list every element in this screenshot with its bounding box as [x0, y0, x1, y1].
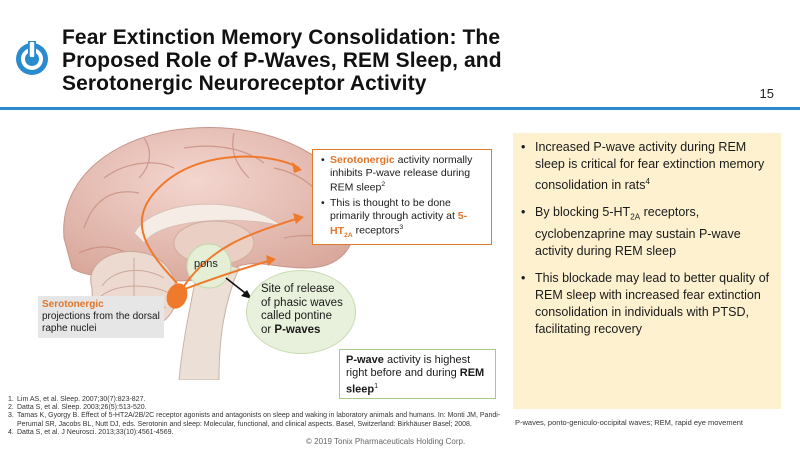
p-wave-activity-box: P-wave activity is highest right before …	[339, 349, 496, 399]
title-line-3: Serotonergic Neuroreceptor Activity	[62, 72, 427, 95]
callout-bullet-2: • This is thought to be done primarily t…	[321, 197, 468, 239]
title-divider	[0, 107, 800, 110]
pons-label: pons	[194, 258, 218, 270]
abbreviations-footnote: P-waves, ponto-geniculo-occipital waves;…	[515, 418, 744, 427]
references-list: 1.Lim AS, et al. Sleep. 2007;30(7):823-8…	[8, 396, 518, 437]
key-point-1: • Increased P-wave activity during REM s…	[521, 140, 765, 193]
receptor-label: 5-HT2A	[330, 209, 468, 239]
callout-bullet-1: • Serotonergic activity normally inhibit…	[321, 154, 473, 194]
serotonergic-projections-label: Serotonergic projections from the dorsal…	[38, 296, 164, 338]
page-number: 15	[759, 86, 774, 101]
key-point-2: • By blocking 5-HT2A receptors, cycloben…	[521, 205, 741, 258]
power-logo-icon	[16, 41, 48, 75]
reference-item: 1.Lim AS, et al. Sleep. 2007;30(7):823-8…	[8, 396, 146, 403]
slide-title: Fear Extinction Memory Consolidation: Th…	[62, 26, 622, 95]
site-of-release-circle: Site of release of phasic waves called p…	[246, 270, 356, 354]
key-points-panel: • Increased P-wave activity during REM s…	[513, 133, 781, 409]
title-line-2: Proposed Role of P-Waves, REM Sleep, and	[62, 49, 502, 72]
reference-item: 4.Datta S, et al. J Neurosci. 2013;33(10…	[8, 428, 174, 436]
serotonergic-label: Serotonergic	[330, 154, 395, 166]
reference-item: 3.Tamas K, Gyorgy B. Effect of 5-HT2A/2B…	[8, 412, 501, 428]
reference-item: 2.Datta S, et al. Sleep. 2003;26(5):513-…	[8, 404, 147, 412]
key-point-3: • This blockade may lead to better quali…	[521, 270, 770, 336]
p-waves-term: P-waves	[274, 323, 321, 336]
serotonergic-callout: • Serotonergic activity normally inhibit…	[312, 149, 492, 245]
copyright-notice: © 2019 Tonix Pharmaceuticals Holding Cor…	[306, 437, 466, 446]
title-line-1: Fear Extinction Memory Consolidation: Th…	[62, 26, 501, 49]
